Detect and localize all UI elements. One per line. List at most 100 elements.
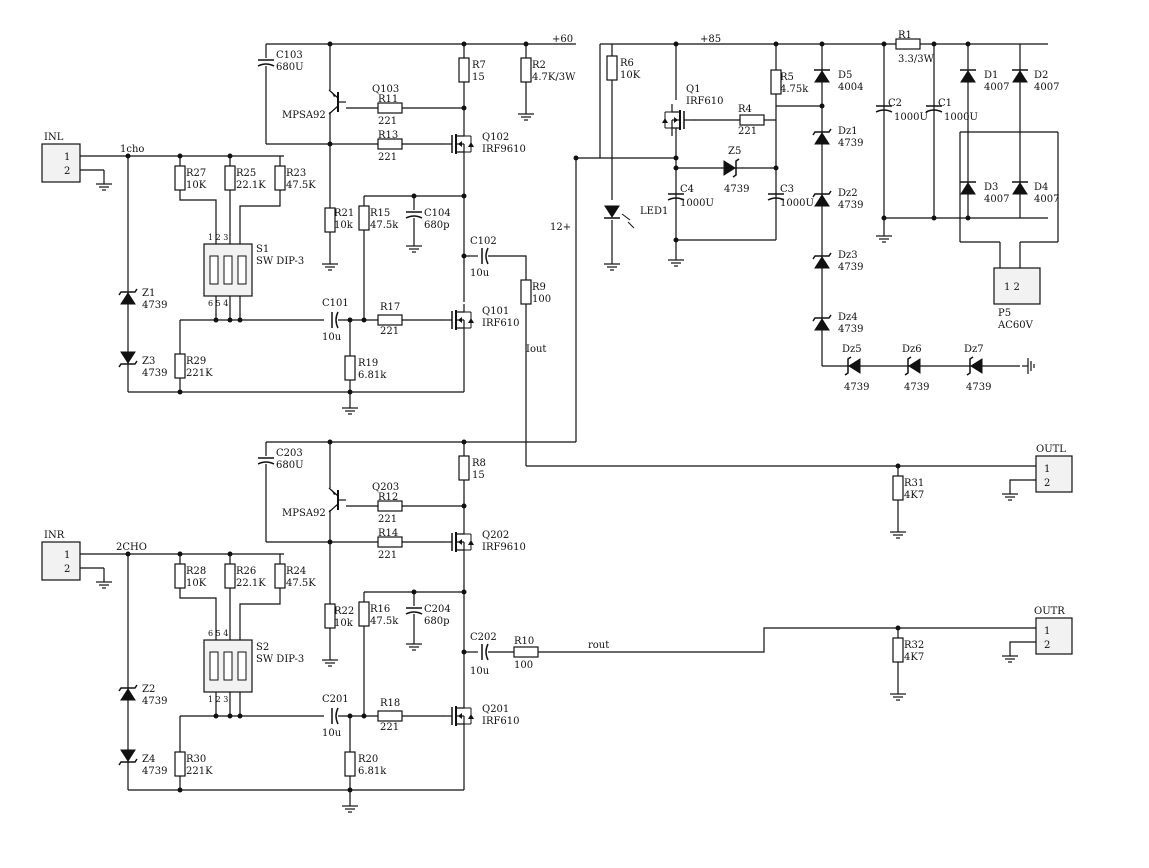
r23-name: R23 <box>286 168 306 179</box>
c201-name: C201 <box>322 694 349 705</box>
p5-pins: 1 2 <box>1004 282 1020 293</box>
net-1cho: 1cho <box>120 144 144 155</box>
resistor-r24 <box>274 563 286 589</box>
resistor-r15 <box>358 205 370 231</box>
d2-diode-icon <box>1011 69 1029 83</box>
z3-value: 4739 <box>142 368 167 379</box>
net-2cho: 2CHO <box>116 542 147 553</box>
ground-icon <box>517 107 535 121</box>
c102-value: 10u <box>470 268 490 279</box>
r26-name: R26 <box>236 566 256 577</box>
c102-name: C102 <box>470 236 497 247</box>
outr-pin2: 2 <box>1044 640 1050 651</box>
dz2-zener-icon <box>812 190 832 207</box>
c1-value: 1000U <box>944 112 978 123</box>
r11-value: 221 <box>378 116 397 127</box>
dz3-name: Dz3 <box>838 250 858 261</box>
q201-mosfet-icon <box>445 699 475 733</box>
resistor-r28 <box>174 563 186 589</box>
r14-value: 221 <box>378 550 397 561</box>
dz5-name: Dz5 <box>842 344 862 355</box>
r4-name: R4 <box>738 104 752 115</box>
r27-value: 10K <box>186 180 207 191</box>
connector-outr[interactable] <box>1035 617 1073 655</box>
c2-value: 1000U <box>894 112 928 123</box>
d5-diode-icon <box>813 69 831 83</box>
ground-icon <box>321 257 339 271</box>
r17-name: R17 <box>380 302 400 313</box>
dz7-zener-icon <box>966 356 983 376</box>
d4-diode-icon <box>1011 181 1029 195</box>
outl-label: OUTL <box>1036 444 1066 455</box>
q102-mosfet-icon <box>445 127 475 161</box>
ground-icon <box>341 401 359 415</box>
connector-p5[interactable] <box>993 267 1041 305</box>
inl-pin1: 1 <box>64 152 70 163</box>
q102-name: Q102 <box>482 132 509 143</box>
net-iout: Iout <box>526 344 546 355</box>
r22-value: 10k <box>334 618 354 629</box>
power-supply-section: +85 R6 10K LED1 Q1 IRF610 R4 221 R5 4.75… <box>599 30 1059 393</box>
resistor-r10 <box>513 646 539 658</box>
r23-value: 47.5K <box>286 180 316 191</box>
d4-value: 4007 <box>1034 194 1059 205</box>
q203-bjt-icon <box>328 487 347 513</box>
ground-icon <box>603 257 621 271</box>
z1-value: 4739 <box>142 300 167 311</box>
resistor-r7 <box>458 57 470 83</box>
ground-icon <box>667 253 685 267</box>
s1-name: S1 <box>256 244 269 255</box>
c101-capacitor-icon <box>331 311 339 329</box>
d4-name: D4 <box>1034 182 1048 193</box>
p5-value: AC60V <box>997 320 1034 331</box>
r1-value: 3.3/3W <box>898 54 935 65</box>
rail-label-60: +60 <box>552 34 573 45</box>
c104-name: C104 <box>424 208 451 219</box>
connector-outl[interactable] <box>1035 455 1073 493</box>
resistor-r23 <box>274 165 286 191</box>
r24-value: 47.5K <box>286 578 316 589</box>
dz6-zener-icon <box>904 356 921 376</box>
connector-inl[interactable] <box>41 143 81 183</box>
dz3-zener-icon <box>812 252 832 269</box>
s1-value: SW DIP-3 <box>256 256 304 267</box>
s2-value: SW DIP-3 <box>256 654 304 665</box>
dz4-name: Dz4 <box>838 312 858 323</box>
q1-name: Q1 <box>686 84 701 95</box>
r7-value: 15 <box>472 72 485 83</box>
r6-value: 10K <box>620 70 641 81</box>
r29-name: R29 <box>186 356 206 367</box>
r11-name: R11 <box>378 94 398 105</box>
c3-name: C3 <box>780 184 794 195</box>
resistor-r19 <box>344 355 356 381</box>
resistor-r32 <box>892 637 904 663</box>
resistor-r2 <box>520 57 532 83</box>
c103-capacitor-icon <box>257 59 275 67</box>
ground-icon <box>341 799 359 813</box>
dz5-zener-icon <box>844 356 861 376</box>
r21-name: R21 <box>334 208 354 219</box>
outr-label: OUTR <box>1034 606 1065 617</box>
z1-name: Z1 <box>142 288 155 299</box>
r25-name: R25 <box>236 168 256 179</box>
ground-icon <box>875 229 893 243</box>
c104-capacitor-icon <box>405 211 423 219</box>
c3-value: 1000U <box>780 198 814 209</box>
c101-value: 10u <box>322 332 342 343</box>
resistor-r18 <box>377 710 403 722</box>
r1-name: R1 <box>898 30 912 41</box>
resistor-r31 <box>892 475 904 501</box>
connector-inr[interactable] <box>41 541 81 581</box>
c104-value: 680p <box>424 220 450 231</box>
d5-name: D5 <box>838 70 852 81</box>
outl-pin2: 2 <box>1044 478 1050 489</box>
r5-value: 4.75k <box>780 84 809 95</box>
z2-value: 4739 <box>142 696 167 707</box>
r15-value: 47.5k <box>370 220 399 231</box>
d2-name: D2 <box>1034 70 1048 81</box>
r4-value: 221 <box>738 126 757 137</box>
resistor-r20 <box>344 751 356 777</box>
dz1-zener-icon <box>812 128 832 145</box>
r28-value: 10K <box>186 578 207 589</box>
q101-value: IRF610 <box>482 318 520 329</box>
